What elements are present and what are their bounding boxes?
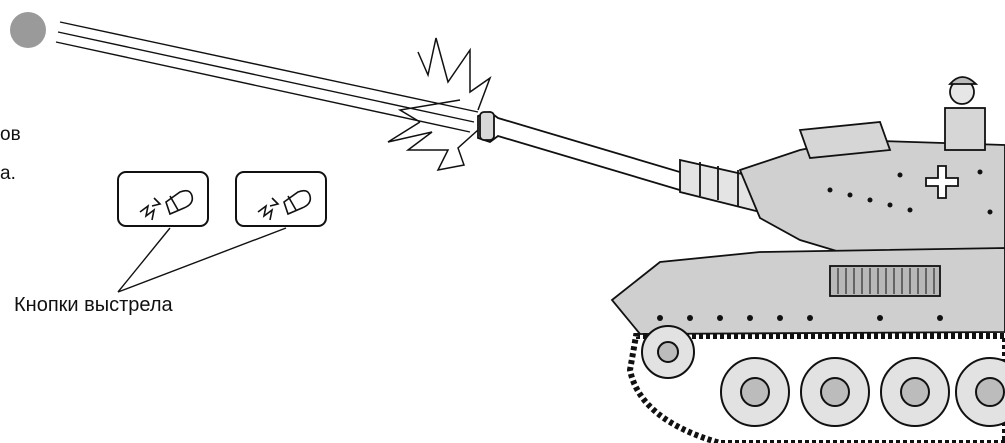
left-text-fragment-1: ов bbox=[0, 124, 21, 146]
muzzle-flash bbox=[388, 38, 490, 170]
fire-button-1[interactable] bbox=[118, 172, 208, 226]
projectile-shell bbox=[10, 12, 46, 48]
projectile-trail bbox=[56, 22, 478, 132]
caption-leader-lines bbox=[118, 228, 286, 292]
tank-hull bbox=[612, 248, 1005, 334]
tank-turret bbox=[740, 77, 1005, 258]
fire-buttons-caption: Кнопки выстрела bbox=[14, 294, 173, 317]
gun-barrel bbox=[478, 112, 760, 212]
left-text-fragment-2: а. bbox=[0, 163, 16, 185]
fire-button-2[interactable] bbox=[236, 172, 326, 226]
